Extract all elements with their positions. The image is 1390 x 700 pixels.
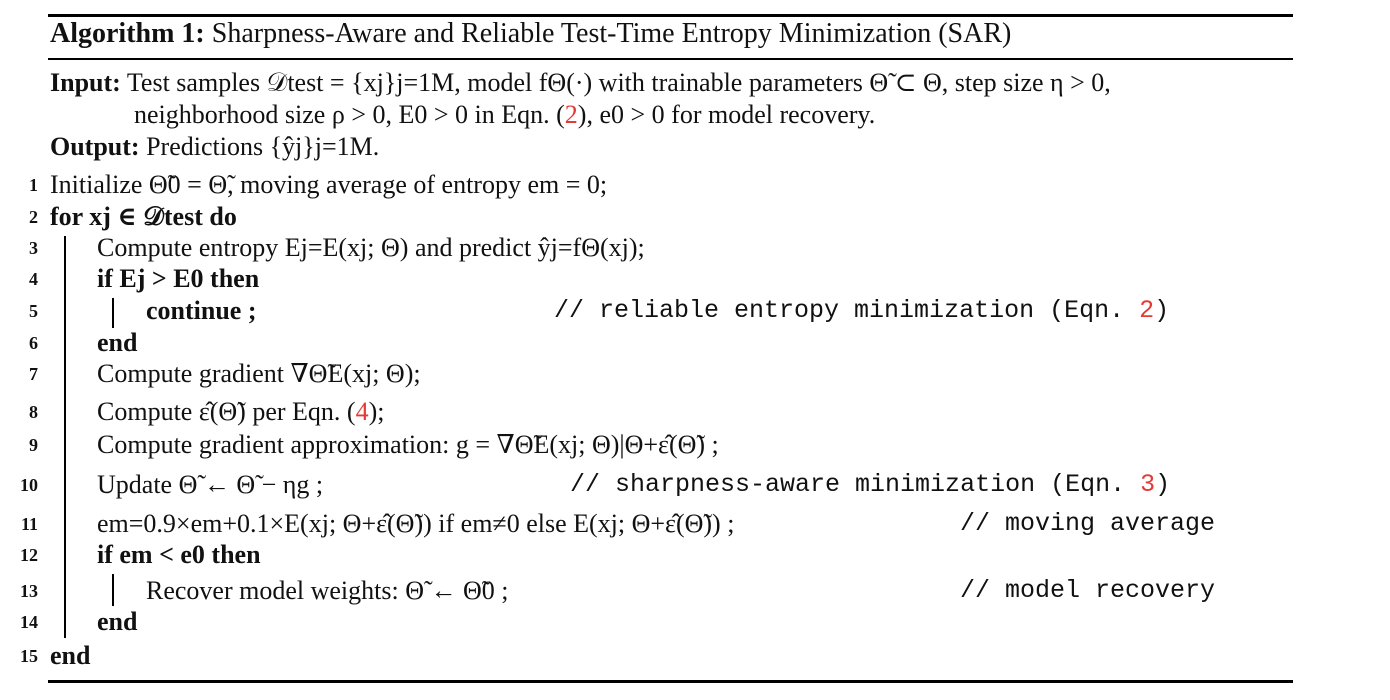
if-block-bar-1 xyxy=(112,298,114,328)
line-number: 14 xyxy=(20,612,38,632)
line-code: Compute ε̂(Θ̃) per Eqn. (4); xyxy=(97,397,384,427)
input-text-2a: neighborhood size ρ > 0, E0 > 0 in Eqn. … xyxy=(134,100,565,129)
line-number: 10 xyxy=(20,475,38,495)
line-code: Compute gradient ∇Θ̃E(xj; Θ); xyxy=(97,359,421,388)
line-number: 11 xyxy=(20,514,38,534)
if-block-bar-2 xyxy=(112,574,114,606)
line-number: 7 xyxy=(29,364,38,384)
eqn-ref[interactable]: 2 xyxy=(1139,296,1155,325)
line-number: 12 xyxy=(20,545,38,565)
line-number: 13 xyxy=(20,581,38,601)
line-code: Compute gradient approximation: g = ∇Θ̃E… xyxy=(97,430,719,459)
line-number: 3 xyxy=(29,238,38,258)
line-comment: // model recovery xyxy=(960,576,1216,605)
line-code: Compute entropy Ej=E(xj; Θ) and predict … xyxy=(97,233,645,262)
line-code: Recover model weights: Θ̃ ← Θ̃0 ; xyxy=(146,576,509,605)
line-comment: // reliable entropy minimization (Eqn. 2… xyxy=(554,296,1169,325)
line-number: 4 xyxy=(29,269,38,289)
input-label: Input: xyxy=(50,68,121,97)
input-line-2: neighborhood size ρ > 0, E0 > 0 in Eqn. … xyxy=(134,100,875,130)
title-text: Sharpness-Aware and Reliable Test-Time E… xyxy=(211,18,1012,49)
line-code: Update Θ̃ ← Θ̃ − ηg ; xyxy=(97,470,324,499)
line-number: 15 xyxy=(20,646,38,666)
input-text-2b: ), e0 > 0 for model recovery. xyxy=(577,100,876,129)
line-number: 1 xyxy=(29,175,38,195)
title-prefix: Algorithm 1: xyxy=(50,18,205,49)
line-number: 9 xyxy=(29,435,38,455)
output-text: Predictions {ŷj}j=1M. xyxy=(146,132,380,161)
line-number: 5 xyxy=(29,301,38,321)
line-code: if Ej > E0 then xyxy=(97,264,260,293)
line-code: for xj ∈ 𝒟test do xyxy=(50,202,237,231)
top-rule xyxy=(48,14,1293,17)
code-part-a: Compute ε̂(Θ̃) per Eqn. ( xyxy=(97,397,356,426)
eqn-ref[interactable]: 4 xyxy=(355,397,369,426)
input-text-1: Test samples 𝒟test = {xj}j=1M, model fΘ(… xyxy=(126,68,1111,97)
line-number: 8 xyxy=(29,402,38,422)
line-code: end xyxy=(97,607,138,636)
line-code: end xyxy=(50,641,91,670)
comment-text: // reliable entropy minimization (Eqn. xyxy=(554,296,1140,325)
output-label: Output: xyxy=(50,132,140,161)
algorithm-title: Algorithm 1: Sharpness-Aware and Reliabl… xyxy=(50,18,1011,50)
code-part-b: ); xyxy=(368,397,385,426)
eqn-ref[interactable]: 3 xyxy=(1140,470,1156,499)
bottom-rule xyxy=(48,680,1293,683)
line-code: em=0.9×em+0.1×E(xj; Θ+ε̂(Θ̃)) if em≠0 el… xyxy=(97,509,735,538)
comment-tail: ) xyxy=(1155,470,1171,499)
comment-tail: ) xyxy=(1154,296,1170,325)
output-line: Output: Predictions {ŷj}j=1M. xyxy=(50,132,379,162)
line-number: 6 xyxy=(29,333,38,353)
line-code: end xyxy=(97,328,138,357)
input-eqn-ref[interactable]: 2 xyxy=(564,100,578,129)
line-number: 2 xyxy=(29,207,38,227)
input-line-1: Input: Test samples 𝒟test = {xj}j=1M, mo… xyxy=(50,68,1111,99)
title-rule xyxy=(48,58,1293,60)
line-comment: // moving average xyxy=(960,509,1216,538)
line-code: if em < e0 then xyxy=(97,540,261,569)
line-comment: // sharpness-aware minimization (Eqn. 3) xyxy=(570,470,1170,499)
comment-text: // sharpness-aware minimization (Eqn. xyxy=(570,470,1141,499)
line-code: continue ; xyxy=(146,296,257,325)
line-code: Initialize Θ̃0 = Θ̃, moving average of e… xyxy=(50,170,608,199)
for-block-bar xyxy=(64,236,66,638)
